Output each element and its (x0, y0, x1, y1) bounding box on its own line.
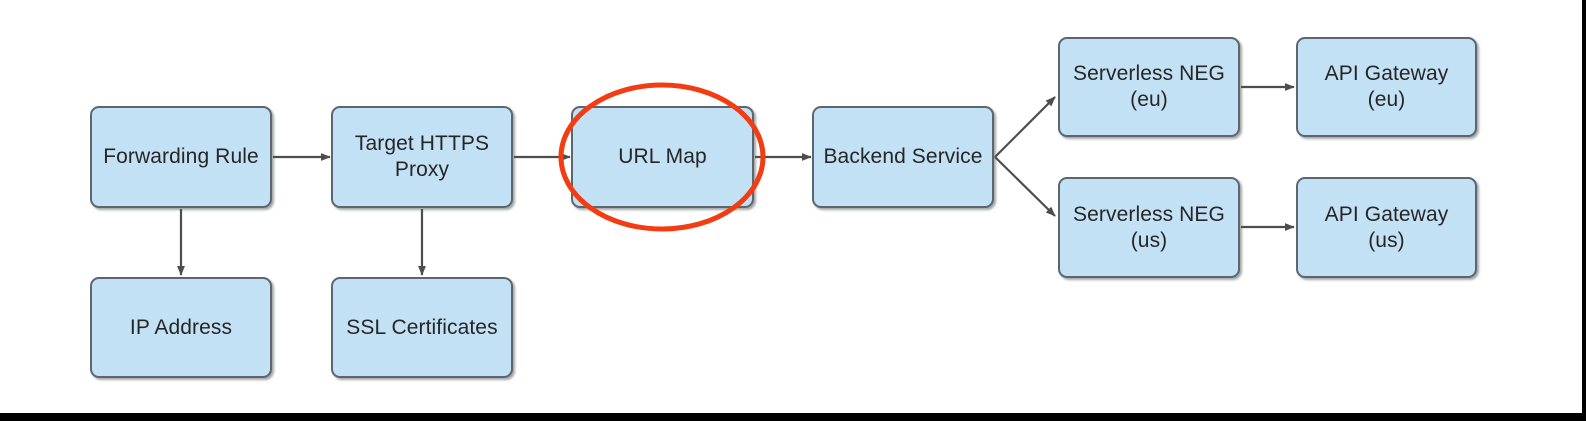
node-label-target-https-proxy: Target HTTPS Proxy (354, 132, 490, 181)
node-label-url-map: URL Map (618, 145, 707, 168)
node-label-forwarding-rule: Forwarding Rule (103, 145, 259, 168)
window-right-border (1582, 0, 1586, 416)
node-backend-service[interactable]: Backend Service (812, 106, 994, 208)
node-serverless-neg-eu[interactable]: Serverless NEG (eu) (1058, 37, 1240, 137)
node-label-api-gateway-us: API Gateway (us) (1324, 202, 1449, 252)
node-target-https-proxy[interactable]: Target HTTPS Proxy (331, 106, 513, 208)
edge-backend-service-to-serverless-neg-eu (994, 96, 1056, 158)
node-url-map[interactable]: URL Map (571, 106, 754, 208)
node-label-ip-address: IP Address (129, 315, 233, 339)
node-api-gateway-eu[interactable]: API Gateway (eu) (1296, 37, 1477, 137)
node-serverless-neg-us[interactable]: Serverless NEG (us) (1058, 177, 1240, 278)
edge-backend-service-to-serverless-neg-us (994, 156, 1056, 217)
node-forwarding-rule[interactable]: Forwarding Rule (90, 106, 272, 208)
node-api-gateway-us[interactable]: API Gateway (us) (1296, 177, 1477, 278)
node-label-serverless-neg-eu: Serverless NEG (eu) (1073, 62, 1225, 111)
node-label-api-gateway-eu: API Gateway (eu) (1324, 62, 1449, 111)
window-bottom-border (0, 413, 1586, 421)
node-label-backend-service: Backend Service (823, 145, 983, 168)
node-label-ssl-certificates: SSL Certificates (346, 315, 498, 339)
node-ip-address[interactable]: IP Address (90, 277, 272, 378)
node-label-serverless-neg-us: Serverless NEG (us) (1073, 202, 1225, 252)
node-ssl-certificates[interactable]: SSL Certificates (331, 277, 513, 378)
